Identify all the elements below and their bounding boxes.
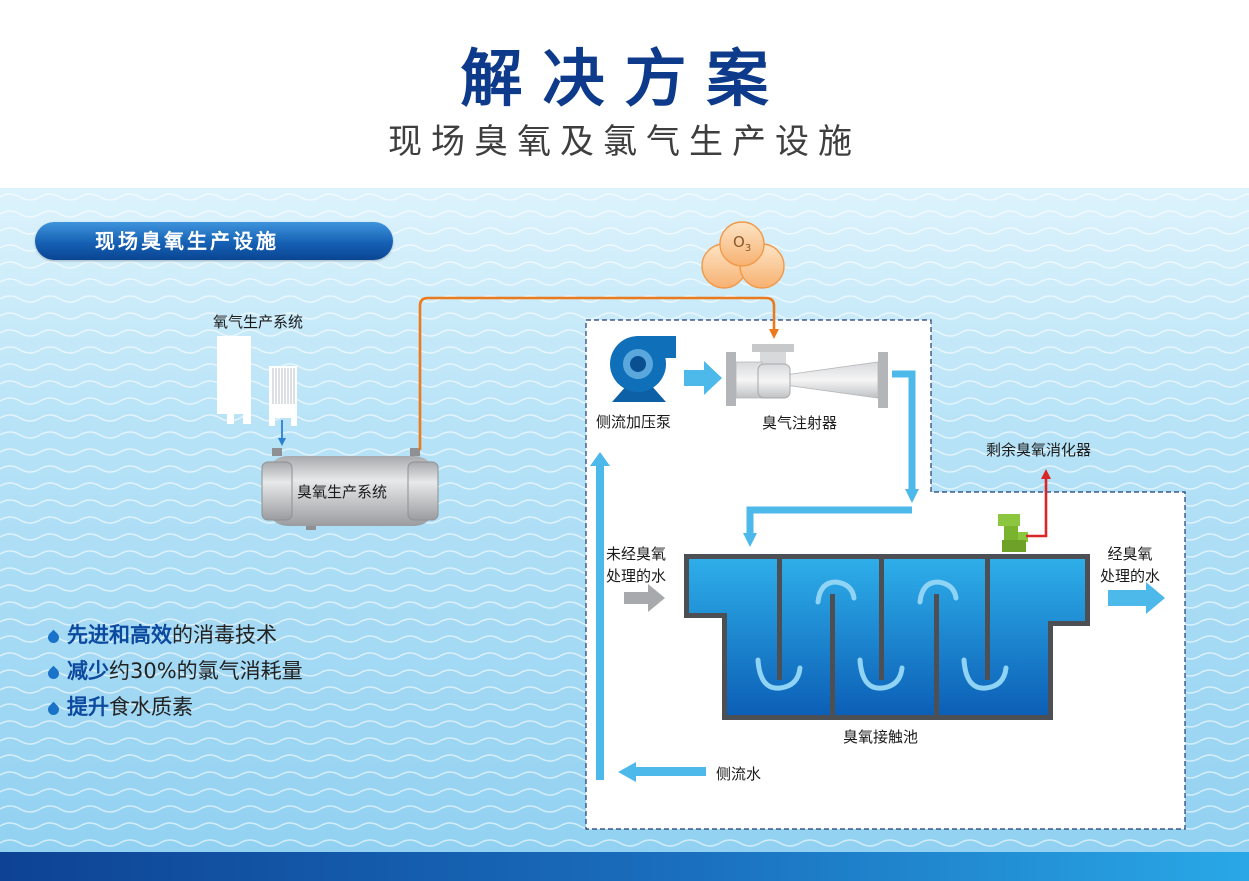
- ozone-destructor-icon: [998, 514, 1028, 552]
- vent-pipe: [1026, 469, 1051, 538]
- destructor-label: 剩余臭氧消化器: [986, 441, 1092, 459]
- water-drop-icon: [45, 701, 62, 718]
- pump-label: 侧流加压泵: [596, 413, 672, 431]
- feature-highlight: 提升: [67, 695, 109, 719]
- ozone-bubble-label: O3: [733, 233, 751, 254]
- inlet-arrow: [624, 584, 665, 612]
- contact-tank: [684, 554, 1090, 720]
- outlet-arrow: [1108, 582, 1165, 614]
- feature-list: 先进和高效的消毒技术 减少约30%的氯气消耗量 提升食水质素: [45, 617, 303, 725]
- header: 解决方案 现场臭氧及氯气生产设施: [0, 0, 1249, 188]
- ozone-bubbles-icon: [701, 221, 785, 289]
- outlet-label-line1: 经臭氧: [1107, 545, 1153, 563]
- feature-item: 先进和高效的消毒技术: [45, 617, 303, 653]
- ozone-pipe: [418, 296, 779, 450]
- water-drop-icon: [45, 629, 62, 646]
- inlet-label-line2: 处理的水: [606, 567, 667, 585]
- pump-to-injector-arrow: [684, 361, 722, 395]
- water-drop-icon: [45, 665, 62, 682]
- feature-item: 减少约30%的氯气消耗量: [45, 653, 303, 689]
- feature-highlight: 先进和高效: [67, 623, 172, 647]
- feature-text: 食水质素: [109, 695, 193, 719]
- sidestream-riser: [590, 452, 610, 780]
- oxygen-system-label: 氧气生产系统: [213, 313, 304, 331]
- ozone-system-label: 臭氧生产系统: [297, 483, 388, 501]
- page-title: 解决方案: [460, 42, 789, 115]
- tank-feed-flow: [743, 506, 912, 547]
- feature-item: 提升食水质素: [45, 689, 303, 725]
- section-badge: 现场臭氧生产设施: [35, 222, 393, 260]
- outlet-label-line2: 处理的水: [1100, 567, 1161, 585]
- page-subtitle: 现场臭氧及氯气生产设施: [388, 122, 861, 162]
- booster-pump-icon: [610, 336, 676, 402]
- footer-bar: [0, 852, 1249, 881]
- ozone-injector: [726, 344, 888, 408]
- ozone-bubble-subscript: 3: [744, 243, 752, 254]
- inlet-label-line1: 未经臭氧: [606, 545, 667, 563]
- feature-text: 的消毒技术: [172, 623, 277, 647]
- sidestream-return-arrow: [618, 762, 706, 782]
- circulation-arrows: [755, 579, 1009, 691]
- ozone-bubble-symbol: O: [733, 233, 745, 251]
- contact-tank-label: 臭氧接触池: [843, 728, 919, 746]
- oxygen-generator-icon: [217, 336, 297, 426]
- injector-label: 臭气注射器: [762, 414, 838, 432]
- feature-highlight: 减少: [67, 659, 109, 683]
- feature-text: 约30%的氯气消耗量: [109, 659, 303, 683]
- outlet-label: 经臭氧 处理的水: [1100, 543, 1160, 587]
- inlet-label: 未经臭氧 处理的水: [606, 543, 666, 587]
- ozone-generator-tank: [261, 448, 439, 530]
- sidestream-label: 侧流水: [716, 765, 762, 783]
- injector-to-tank-flow: [892, 370, 919, 503]
